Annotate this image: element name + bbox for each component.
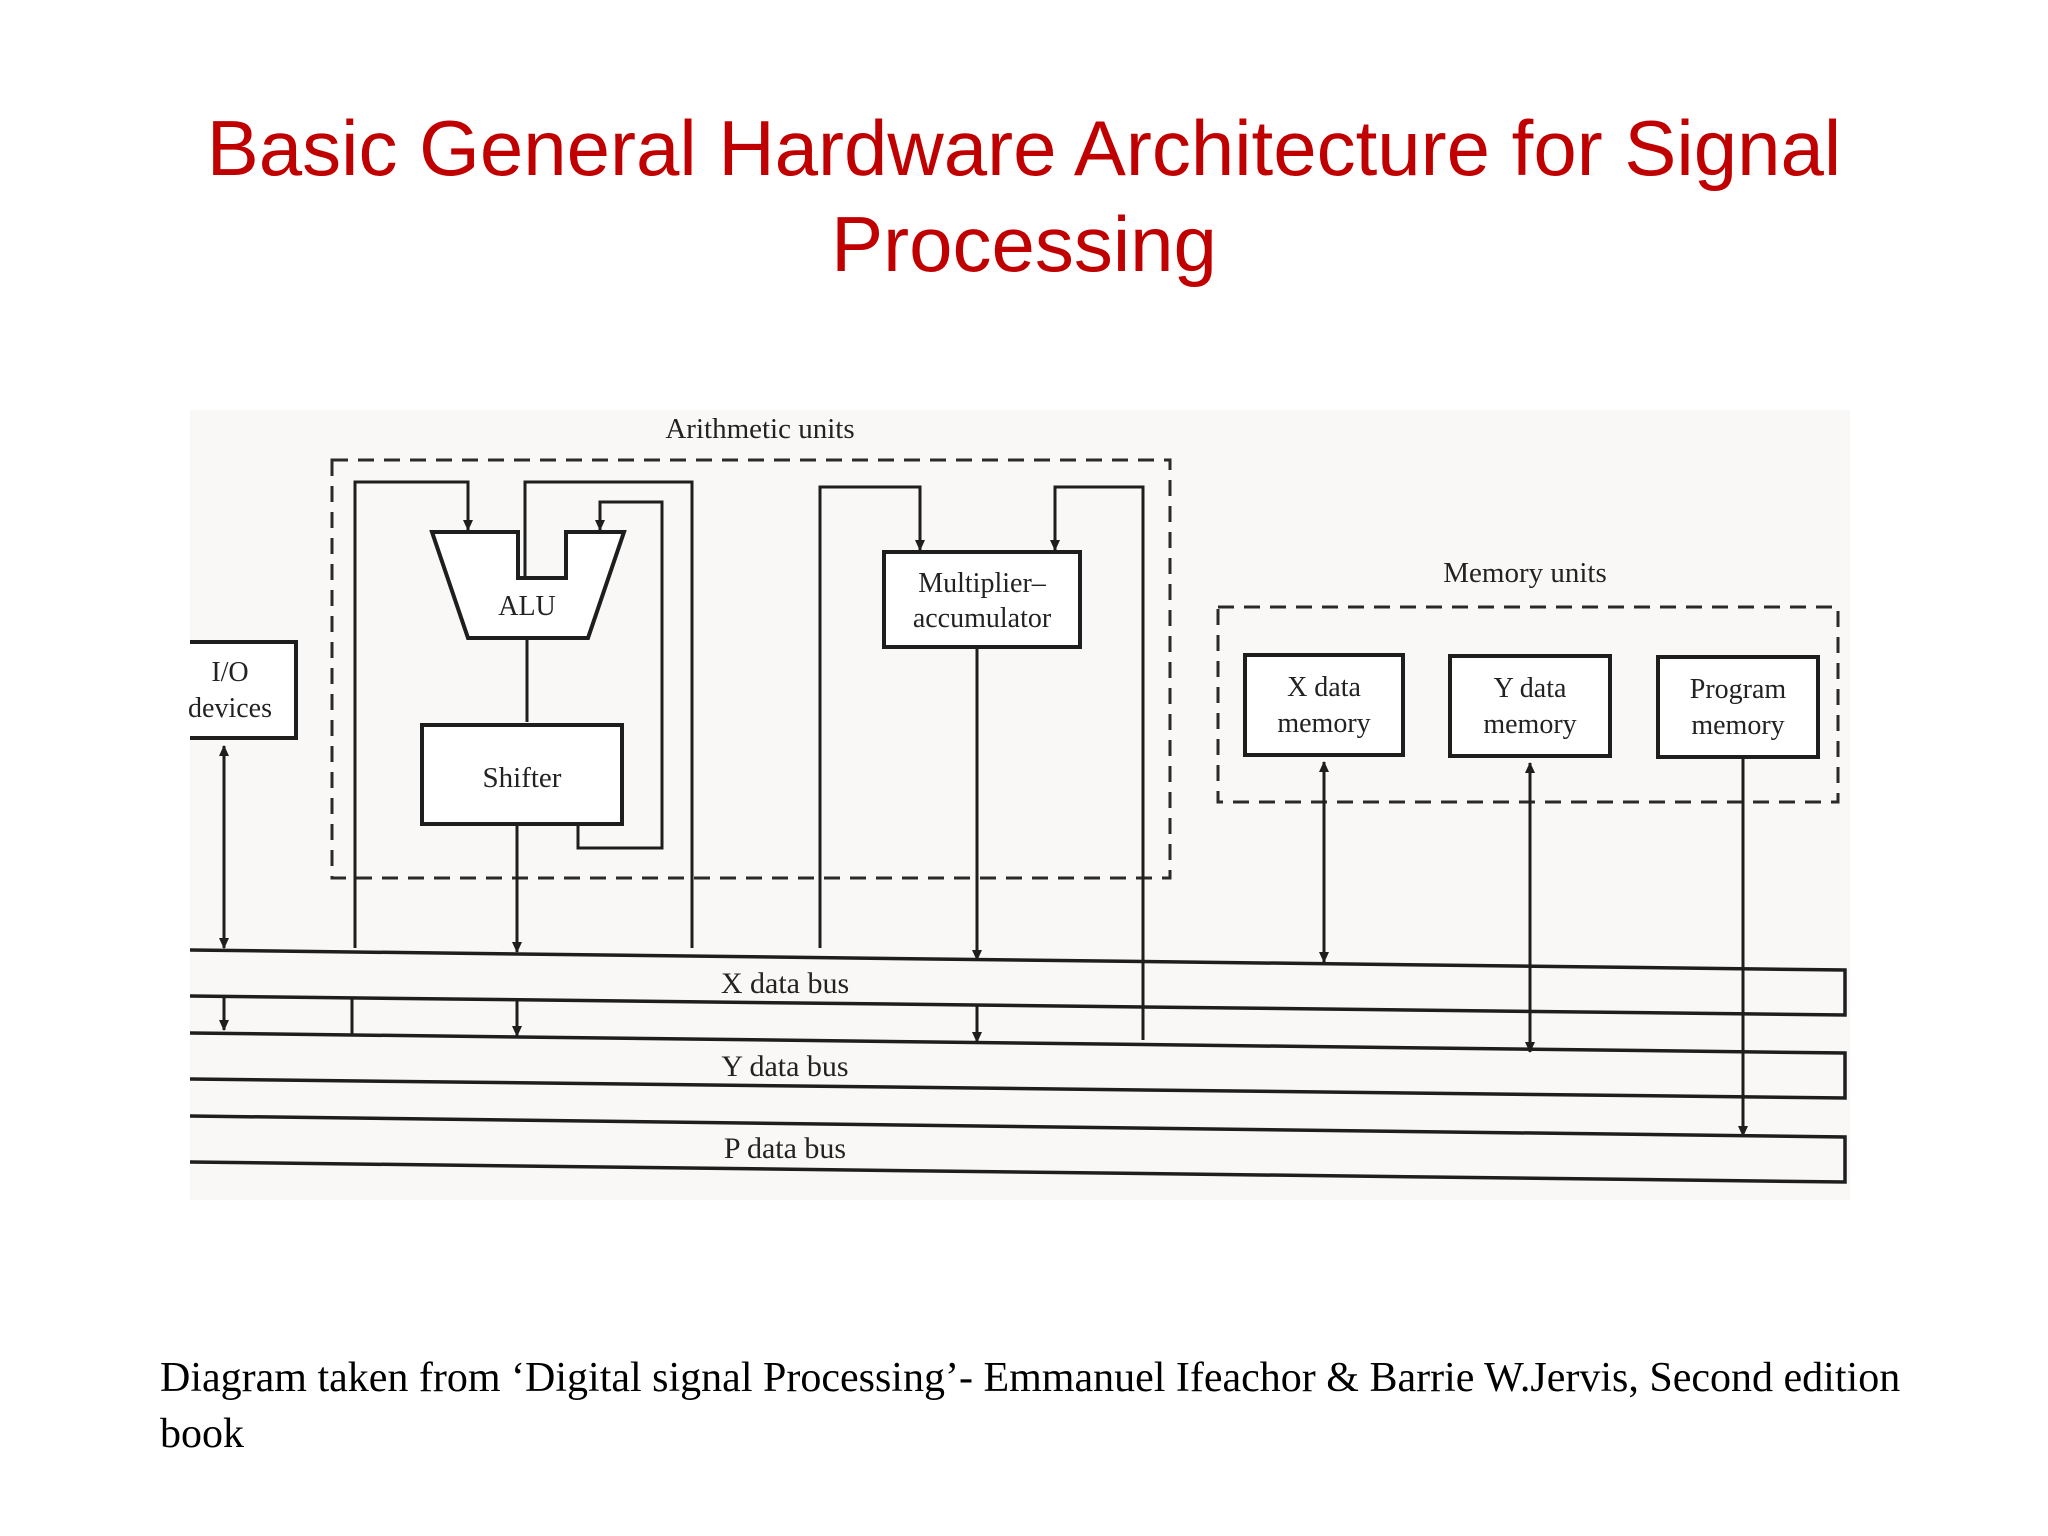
arithmetic-units-label: Arithmetic units: [665, 413, 854, 445]
io-devices-block: I/O devices: [188, 640, 298, 740]
y-data-memory-block: Y data memory: [1448, 654, 1612, 758]
io-devices-label-line1: I/O: [211, 657, 248, 688]
x-bus-to-alu-path: [353, 480, 473, 948]
x-bus-to-mac-path: [818, 485, 925, 948]
x-data-bus: X data bus: [189, 948, 1847, 1017]
program-memory-block: Program memory: [1656, 655, 1820, 759]
multiplier-accumulator-block: Multiplier– accumulator: [882, 550, 1082, 649]
mac-label-line2: accumulator: [913, 603, 1052, 634]
io-devices-label-line2: devices: [188, 693, 272, 724]
y-bus-to-mac-path: [1050, 485, 1145, 1040]
arithmetic-units-group: [330, 458, 1172, 880]
p-data-bus: P data bus: [189, 1114, 1847, 1184]
y-memory-label-line1: Y data: [1494, 673, 1567, 704]
program-memory-label-line1: Program: [1690, 674, 1787, 705]
p-data-bus-label: P data bus: [724, 1132, 846, 1165]
alu-block: ALU: [429, 530, 627, 640]
memory-units-label: Memory units: [1443, 557, 1607, 589]
y-memory-label-line2: memory: [1483, 709, 1576, 740]
x-data-bus-label: X data bus: [721, 967, 849, 1000]
x-memory-label-line1: X data: [1287, 672, 1361, 703]
y-data-bus: Y data bus: [189, 1031, 1847, 1100]
shifter-block: Shifter: [420, 723, 624, 826]
shifter-label: Shifter: [483, 762, 562, 794]
mac-label-line1: Multiplier–: [918, 568, 1047, 599]
alu-label: ALU: [498, 591, 556, 622]
y-data-bus-label: Y data bus: [721, 1050, 848, 1083]
slide-title: Basic General Hardware Architecture for …: [206, 104, 1842, 288]
x-data-memory-block: X data memory: [1243, 653, 1405, 757]
x-memory-label-line2: memory: [1277, 708, 1370, 739]
alu-to-x-bus-path: [523, 480, 694, 948]
shifter-feedback-path: [576, 500, 664, 850]
program-memory-label-line2: memory: [1691, 710, 1784, 741]
source-caption: Diagram taken from ‘Digital signal Proce…: [160, 1355, 1901, 1457]
